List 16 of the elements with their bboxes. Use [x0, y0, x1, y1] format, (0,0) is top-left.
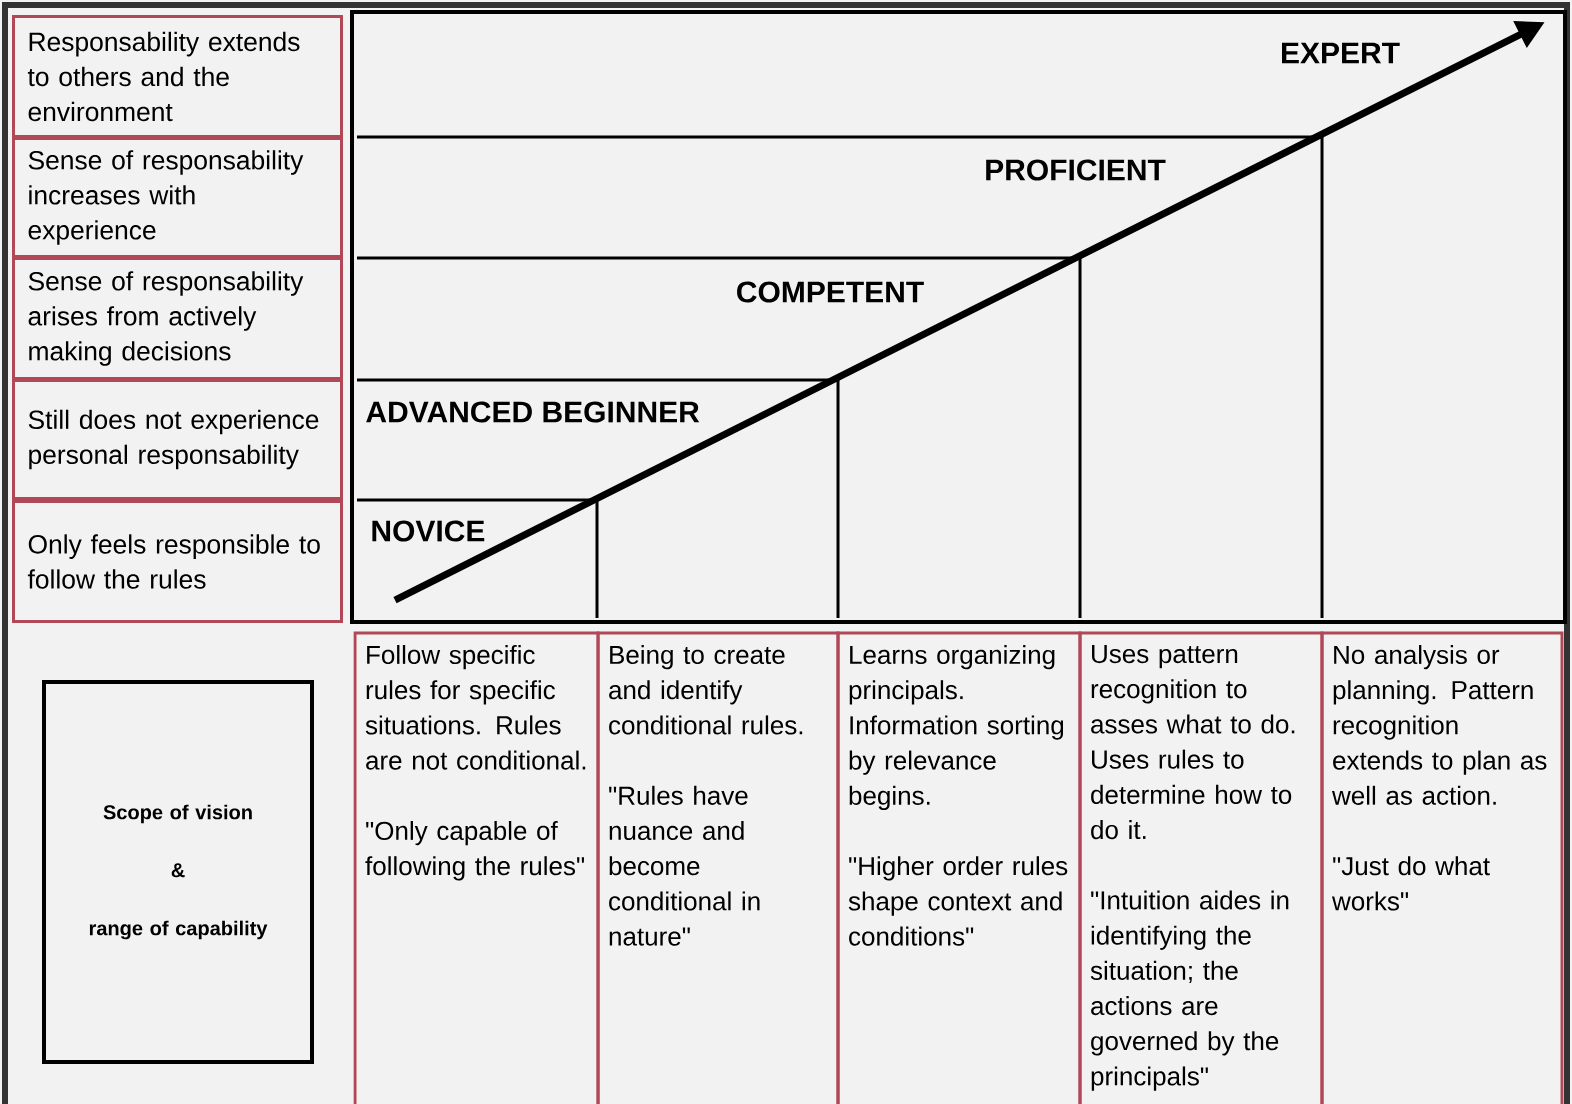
level-label: COMPETENT	[737, 281, 924, 303]
responsibility-box: Sense of responsability arises from actively making decisions	[12, 257, 343, 380]
level-label: ADVANCED BEGINNER	[366, 401, 700, 423]
description-box: Being to create and identify conditional rules. "Rules have nuance and become conditional in nature"	[596, 631, 840, 1104]
description-box: Learns organizing principals. Information sorting by relevance begins. "Higher order rules shape context and conditions"	[836, 631, 1082, 1104]
level-label: PROFICIENT	[986, 159, 1166, 181]
level-label: EXPERT	[1282, 42, 1400, 64]
scope-box: Scope of vision & range of capability	[42, 680, 314, 1064]
responsibility-box: Sense of responsability increases with experience	[12, 137, 343, 258]
description-box: No analysis or planning. Pattern recognition extends to plan as well as action. "Just do what works"	[1320, 631, 1564, 1104]
description-box: Follow specific rules for specific situations. Rules are not conditional. "Only capable of following the rules"	[353, 631, 600, 1104]
responsibility-box: Still does not experience personal responsability	[12, 379, 343, 500]
responsibility-box: Responsability extends to others and the environment	[12, 15, 343, 138]
responsibility-box: Only feels responsible to follow the rules	[12, 500, 343, 623]
level-label: NOVICE	[372, 520, 485, 542]
description-box: Uses pattern recognition to asses what to do. Uses rules to determine how to do it. "Intuition aides in identifying the situation; the actions are governed by the principals"	[1078, 631, 1324, 1104]
